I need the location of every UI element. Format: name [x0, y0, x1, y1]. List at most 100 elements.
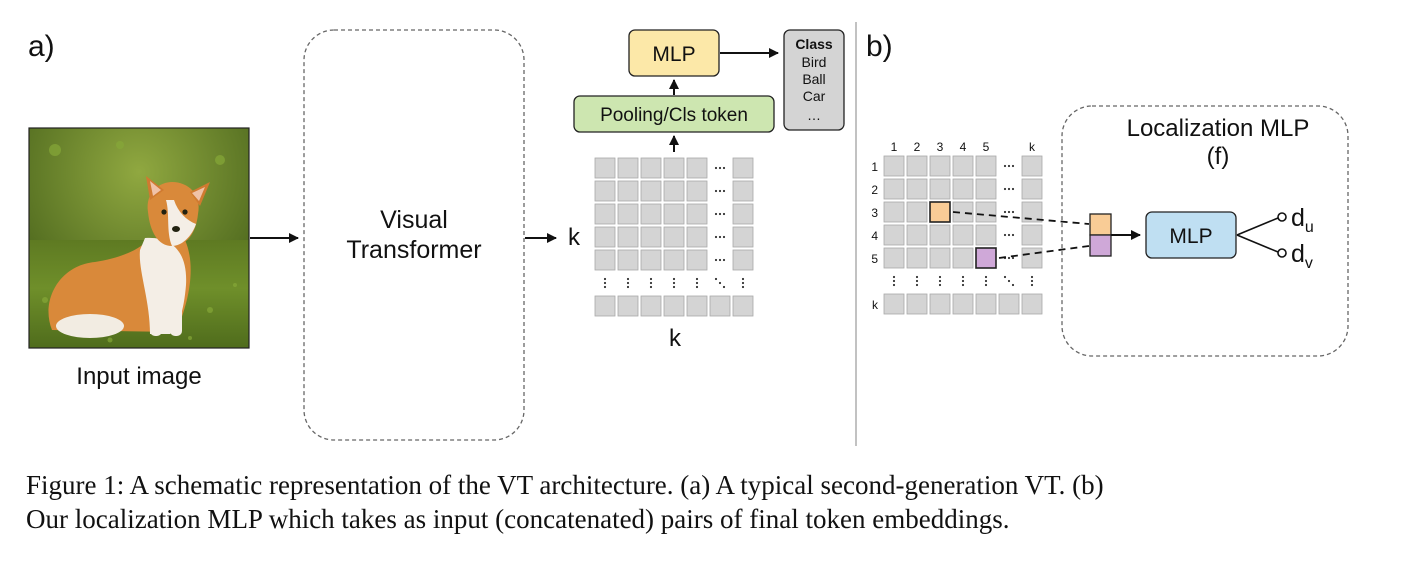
class-item-ball: Ball — [802, 71, 825, 87]
ellipsis-vertical — [695, 277, 699, 289]
token-cell — [906, 224, 928, 246]
token-cell — [732, 249, 754, 271]
class-item-ellipsis: … — [807, 107, 821, 123]
token-cell — [640, 226, 662, 248]
grid-row-label: k — [872, 298, 879, 312]
token-cell — [640, 249, 662, 271]
token-cell — [686, 203, 708, 225]
token-cell — [929, 155, 951, 177]
token-cell — [975, 201, 997, 223]
token-cell — [883, 201, 905, 223]
pooling-label: Pooling/Cls token — [600, 105, 748, 126]
output-node-v — [1277, 248, 1287, 258]
token-cell — [975, 155, 997, 177]
visual-transformer-box — [303, 29, 525, 441]
input-image-caption: Input image — [76, 363, 201, 390]
token-grid-a — [594, 157, 754, 317]
localization-mlp-box — [1061, 105, 1349, 357]
localization-title-line1: Localization MLP — [1127, 115, 1310, 142]
token-cell — [1021, 155, 1043, 177]
token-cell — [883, 155, 905, 177]
token-cell — [663, 249, 685, 271]
grid-col-label: 3 — [937, 140, 944, 154]
token-cell — [929, 224, 951, 246]
localization-title-line2: (f) — [1207, 143, 1230, 170]
classifier-mlp-box — [628, 29, 720, 77]
concat-token-orange — [1089, 213, 1112, 236]
panel-a-label: a) — [28, 30, 55, 63]
token-cell — [663, 180, 685, 202]
token-cell — [906, 247, 928, 269]
token-cell — [929, 178, 951, 200]
ellipsis-horizontal — [1003, 233, 1015, 237]
output-label-dv: dv — [1291, 240, 1313, 272]
token-cell — [686, 180, 708, 202]
ellipsis-vertical — [984, 275, 988, 287]
token-cell — [1021, 224, 1043, 246]
grid-side-k-label: k — [568, 224, 581, 251]
ellipsis-vertical — [672, 277, 676, 289]
token-cell — [906, 201, 928, 223]
token-cell — [1021, 201, 1043, 223]
token-cell — [640, 180, 662, 202]
token-cell — [1021, 293, 1043, 315]
caption-line-1: Figure 1: A schematic representation of … — [26, 470, 1104, 500]
ellipsis-horizontal — [1003, 210, 1015, 214]
panel-b-label: b) — [866, 30, 893, 63]
output-node-u — [1277, 212, 1287, 222]
token-cell — [883, 224, 905, 246]
token-cell — [594, 226, 616, 248]
selected-token-cell — [929, 201, 951, 223]
class-item-bird: Bird — [802, 54, 827, 70]
token-cell — [975, 224, 997, 246]
class-item-car: Car — [803, 88, 826, 104]
grid-col-label: k — [1029, 140, 1036, 154]
token-cell — [732, 157, 754, 179]
grid-row-label: 3 — [871, 206, 878, 220]
ellipsis-vertical — [626, 277, 630, 289]
token-cell — [686, 226, 708, 248]
token-cell — [929, 247, 951, 269]
token-cell — [617, 249, 639, 271]
token-cell — [663, 295, 685, 317]
concat-token-purple — [1089, 234, 1112, 257]
figure-caption: Figure 1: A schematic representation of … — [26, 468, 1396, 536]
ellipsis-vertical — [938, 275, 942, 287]
ellipsis-vertical — [961, 275, 965, 287]
token-cell — [732, 226, 754, 248]
ellipsis-diagonal — [1003, 275, 1015, 287]
token-cell — [686, 157, 708, 179]
architecture-figure: a) Input image Visual — [28, 22, 1349, 446]
ellipsis-horizontal — [714, 189, 726, 193]
token-cell — [686, 249, 708, 271]
grid-row-label: 2 — [871, 183, 878, 197]
classifier-mlp-label: MLP — [652, 43, 695, 66]
token-cell — [883, 178, 905, 200]
grid-bottom-k-label: k — [669, 325, 682, 352]
caption-line-2: Our localization MLP which takes as inpu… — [26, 504, 1010, 534]
localization-inner-mlp-label: MLP — [1169, 225, 1212, 248]
token-cell — [663, 226, 685, 248]
token-cell — [709, 295, 731, 317]
token-cell — [594, 249, 616, 271]
token-cell — [906, 178, 928, 200]
token-cell — [975, 293, 997, 315]
token-cell — [883, 293, 905, 315]
token-cell — [617, 295, 639, 317]
ellipsis-vertical — [741, 277, 745, 289]
token-cell — [1021, 178, 1043, 200]
token-cell — [975, 178, 997, 200]
token-cell — [617, 226, 639, 248]
connector-token-3-3 — [952, 211, 1090, 225]
token-cell — [640, 157, 662, 179]
visual-transformer-label-line1: Visual — [380, 206, 448, 234]
token-cell — [906, 293, 928, 315]
localization-inner-mlp — [1145, 211, 1237, 259]
token-cell — [640, 203, 662, 225]
input-image — [28, 127, 250, 349]
grid-col-label: 4 — [960, 140, 967, 154]
token-cell — [1021, 247, 1043, 269]
visual-transformer-label-line2: Transformer — [346, 236, 481, 264]
ellipsis-vertical — [603, 277, 607, 289]
